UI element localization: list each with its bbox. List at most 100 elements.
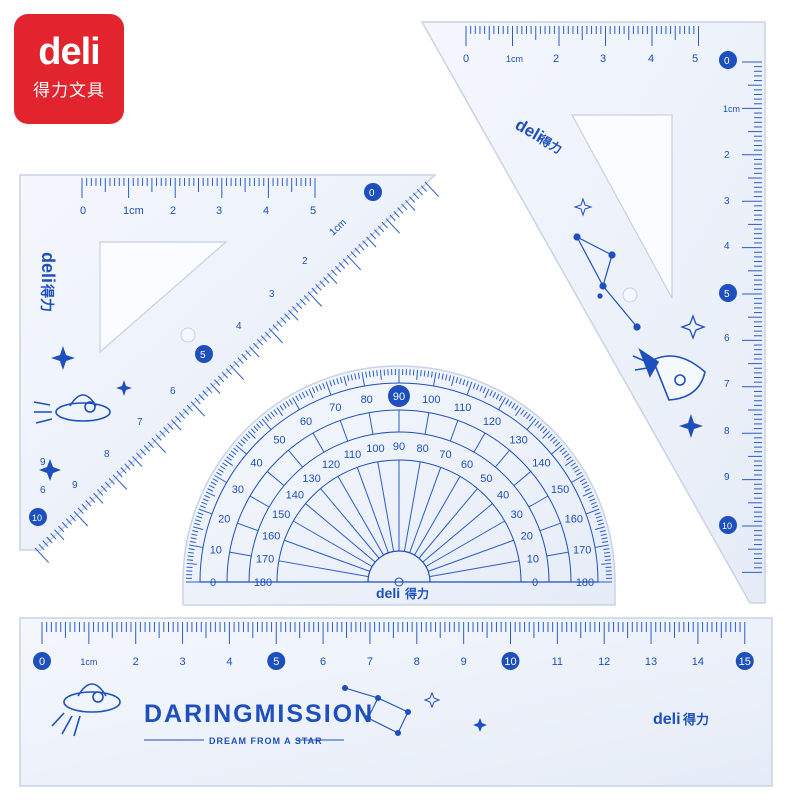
protractor-tick: [554, 441, 561, 447]
protractor-tick: [199, 505, 206, 509]
protractor-tick: [438, 372, 441, 379]
protractor-tick: [285, 401, 290, 407]
left-diag-tick: [358, 243, 365, 251]
protractor-tick: [571, 475, 584, 483]
constellation-icon: [573, 233, 641, 331]
left-diag-tick: [370, 232, 377, 240]
protractor-ray: [229, 551, 252, 557]
left-diag-tick: [198, 393, 205, 401]
protractor-tick: [595, 515, 602, 519]
protractor-tick: [539, 425, 545, 431]
protractor-tick: [258, 420, 264, 427]
protractor-ray: [337, 476, 384, 556]
protractor-label: 160: [565, 513, 583, 525]
protractor-ray: [312, 432, 325, 453]
protractor-tick: [201, 501, 208, 505]
lt-diag-2: 2: [302, 256, 308, 267]
lt-logo-cn: 得力: [38, 283, 55, 312]
protractor-label: 60: [461, 459, 473, 471]
protractor-label: 80: [416, 443, 428, 455]
protractor-tick: [279, 405, 284, 411]
rt-top-5: 5: [692, 53, 698, 65]
protractor-tick: [242, 436, 248, 442]
protractor-tick: [188, 548, 195, 551]
ruler-label: 9: [461, 656, 467, 668]
left-diag-tick: [175, 415, 182, 423]
protractor-tick: [472, 382, 476, 389]
protractor-label: 110: [344, 449, 362, 461]
lt-diag-10: 10: [32, 513, 42, 523]
protractor-tick: [459, 378, 462, 385]
left-diag-tick: [389, 214, 396, 222]
protractor-tick: [581, 481, 588, 486]
protractor-ray: [339, 420, 349, 442]
protractor-label: 60: [300, 416, 312, 428]
protractor-tick: [455, 377, 459, 384]
protractor-tick: [343, 376, 347, 387]
left-diag-tick: [58, 525, 65, 533]
protractor-tick: [237, 441, 244, 447]
protractor-tick: [315, 385, 319, 392]
left-diag-tick: [104, 481, 112, 489]
protractor-ray: [278, 560, 369, 578]
protractor-tick: [584, 488, 591, 492]
lt-diag-0: 0: [369, 188, 375, 199]
left-diag-tick: [381, 221, 388, 229]
ruler-label-marker: [33, 652, 51, 670]
protractor-tick: [600, 533, 607, 536]
left-diag-tick: [307, 291, 323, 307]
protractor-ray: [422, 503, 493, 563]
protractor-label: 20: [218, 513, 230, 525]
protractor-tick: [308, 388, 314, 399]
protractor-tick: [582, 491, 593, 497]
protractor-ray: [425, 520, 505, 567]
protractor-tick: [559, 447, 565, 453]
left-diag-tick: [73, 511, 89, 527]
protractor-tick: [498, 397, 506, 410]
lt-diag-3: 3: [269, 289, 275, 300]
left-diag-tick: [61, 522, 69, 529]
protractor-tick: [186, 562, 197, 565]
protractor-tick: [552, 439, 558, 444]
left-diag-tick: [366, 236, 377, 248]
protractor-tick: [594, 544, 609, 548]
lt-top-0: 0: [80, 205, 86, 217]
protractor-tick: [305, 390, 309, 397]
left-diag-tick: [124, 463, 131, 470]
protractor-tick: [565, 459, 574, 466]
protractor-tick: [189, 540, 196, 543]
left-diag-tick: [186, 404, 193, 412]
left-diag-tick: [50, 533, 57, 540]
protractor-tick: [601, 562, 612, 565]
left-diag-tick: [54, 529, 65, 541]
protractor-arc: [226, 409, 572, 583]
protractor-tick: [479, 385, 483, 392]
left-diag-tick: [221, 371, 229, 379]
protractor-tick: [301, 391, 306, 398]
star-icon: [51, 346, 75, 370]
left-diag-tick: [272, 324, 279, 331]
protractor-tick: [325, 381, 332, 396]
protractor-tick: [420, 370, 422, 377]
protractor-label: 40: [497, 490, 509, 502]
ruler-ticks: [41, 622, 746, 644]
left-diag-tick: [311, 287, 318, 295]
protractor-tick: [566, 456, 572, 461]
lt-top-1: 1cm: [123, 205, 144, 217]
star-icon: [680, 314, 706, 340]
protractor-ray: [414, 476, 461, 556]
left-diag-tick: [377, 225, 385, 233]
protractor-tick: [551, 444, 563, 455]
star-icon: [573, 197, 593, 217]
protractor-tick: [592, 505, 599, 509]
rt-side-4: 4: [724, 241, 730, 252]
ruler-logo-cn: 得力: [682, 712, 709, 728]
left-diag-tick: [373, 229, 381, 236]
left-diag-tick: [178, 412, 186, 419]
rt-side-7: 7: [724, 379, 730, 390]
protractor-label: 10: [210, 545, 222, 557]
